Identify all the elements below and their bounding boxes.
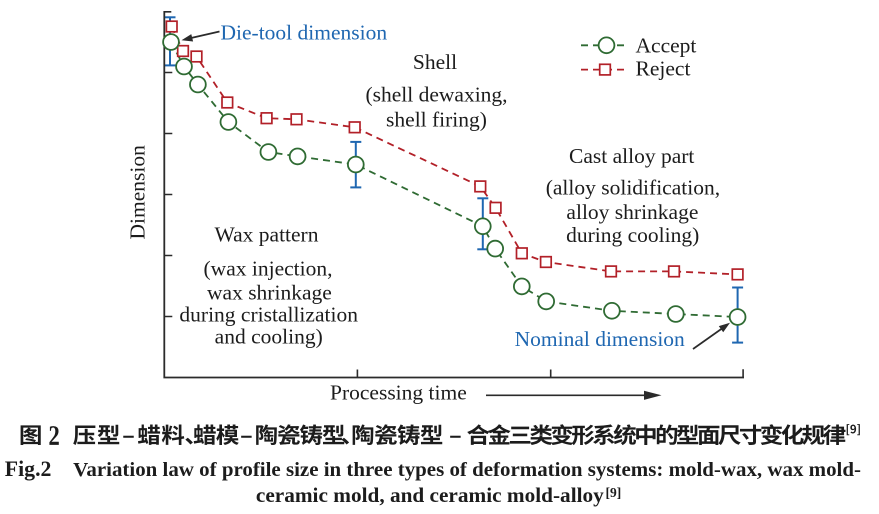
svg-text:alloy shrinkage: alloy shrinkage (566, 200, 698, 224)
svg-text:Cast alloy part: Cast alloy part (569, 144, 694, 168)
svg-text:Nominal dimension: Nominal dimension (515, 327, 685, 351)
svg-text:Shell: Shell (413, 50, 457, 74)
svg-text:during cristallization: during cristallization (179, 303, 358, 327)
svg-text:(wax injection,: (wax injection, (204, 257, 333, 281)
svg-text:(shell dewaxing,: (shell dewaxing, (365, 83, 507, 107)
svg-text:Wax pattern: Wax pattern (215, 223, 319, 247)
svg-text:Die-tool dimension: Die-tool dimension (221, 21, 388, 45)
svg-text:[9]: [9] (606, 485, 622, 500)
svg-text:and cooling): and cooling) (215, 325, 323, 349)
svg-text:Fig.2: Fig.2 (5, 457, 52, 481)
svg-text:(alloy solidification,: (alloy solidification, (546, 175, 720, 199)
svg-text:wax shrinkage: wax shrinkage (207, 280, 332, 304)
svg-text:Accept: Accept (636, 33, 697, 57)
svg-text:during cooling): during cooling) (566, 223, 699, 247)
svg-text:Variation law of profile size: Variation law of profile size in three t… (73, 459, 861, 481)
svg-text:Processing time: Processing time (330, 381, 467, 405)
svg-text:ceramic mold, and ceramic mold: ceramic mold, and ceramic mold-alloy (256, 483, 604, 507)
svg-text:Dimension: Dimension (125, 145, 149, 240)
svg-text:shell firing): shell firing) (386, 107, 487, 131)
svg-text:Reject: Reject (636, 56, 691, 80)
